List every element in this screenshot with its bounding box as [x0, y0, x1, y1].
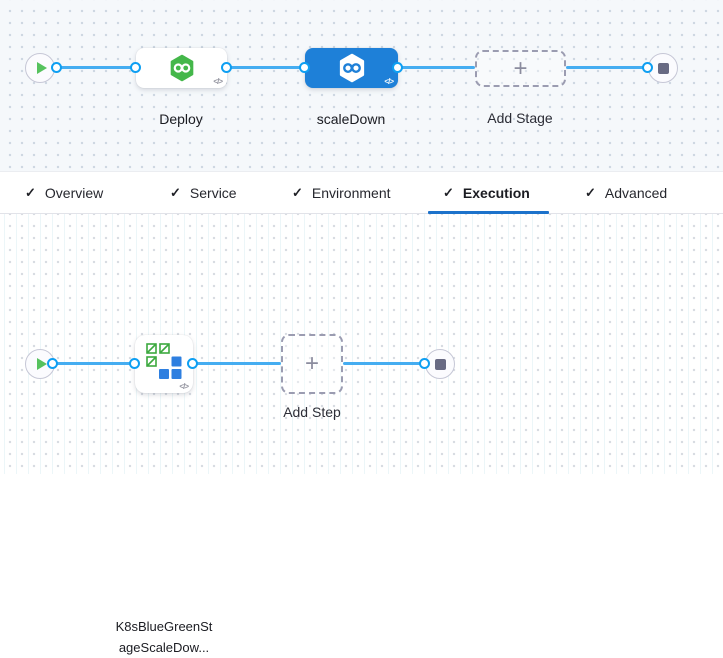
pipeline-end-node	[648, 53, 678, 83]
port	[187, 358, 198, 369]
edge	[52, 362, 135, 365]
execution-end-node	[425, 349, 455, 379]
edge	[193, 362, 281, 365]
port	[419, 358, 430, 369]
add-stage-label: Add Stage	[487, 110, 553, 126]
plus-icon: +	[513, 54, 528, 82]
play-icon	[37, 62, 47, 74]
port	[221, 62, 232, 73]
check-icon: ✓	[25, 184, 36, 200]
edge	[566, 66, 648, 69]
port	[392, 62, 403, 73]
stop-icon	[658, 63, 669, 74]
stop-icon	[435, 359, 446, 370]
tab-environment[interactable]: ✓ Environment	[292, 184, 391, 201]
add-step-label: Add Step	[283, 404, 341, 420]
edge	[398, 66, 475, 69]
tab-overview[interactable]: ✓ Overview	[25, 184, 104, 201]
step-card-k8s-bluegreen-scaledown[interactable]: </>	[135, 335, 193, 393]
k8s-blue-green-scale-down-icon	[146, 343, 182, 379]
stage-label-scaledown: scaleDown	[316, 111, 386, 127]
edge	[343, 362, 425, 365]
check-icon: ✓	[443, 184, 454, 200]
port	[642, 62, 653, 73]
harness-cd-hexagon-icon	[168, 54, 196, 82]
port	[129, 358, 140, 369]
tab-execution[interactable]: ✓ Execution	[443, 184, 530, 201]
tab-advanced[interactable]: ✓ Advanced	[585, 184, 668, 201]
check-icon: ✓	[292, 184, 303, 200]
execution-graph-canvas: </> + K8sBlueGreenSt ageScaleDow... Add …	[0, 214, 723, 655]
stage-label-deploy: Deploy	[159, 111, 203, 127]
plus-icon: +	[304, 350, 319, 377]
stage-graph-canvas: </> </> + Deploy scaleDown Add Stage	[0, 0, 723, 171]
check-icon: ✓	[585, 184, 596, 200]
add-stage-button[interactable]: +	[475, 50, 566, 87]
edge	[227, 66, 305, 69]
play-icon	[37, 358, 47, 370]
code-icon: </>	[384, 77, 394, 86]
add-step-button[interactable]: +	[281, 334, 343, 394]
harness-cd-hexagon-icon	[337, 53, 367, 83]
stage-card-deploy[interactable]: </>	[136, 48, 227, 88]
tab-service[interactable]: ✓ Service	[170, 184, 237, 201]
edge	[56, 66, 136, 69]
port	[130, 62, 141, 73]
step-label: K8sBlueGreenSt ageScaleDow...	[115, 619, 213, 655]
check-icon: ✓	[170, 184, 181, 200]
code-icon: </>	[179, 382, 189, 391]
pipeline-start-node	[25, 53, 55, 83]
active-tab-underline	[428, 211, 549, 214]
stage-config-tabbar: ✓ Overview ✓ Service ✓ Environment ✓ Exe…	[0, 171, 723, 214]
port	[47, 358, 58, 369]
stage-card-scaledown[interactable]: </>	[305, 48, 398, 88]
port	[51, 62, 62, 73]
port	[299, 62, 310, 73]
code-icon: </>	[213, 77, 223, 86]
